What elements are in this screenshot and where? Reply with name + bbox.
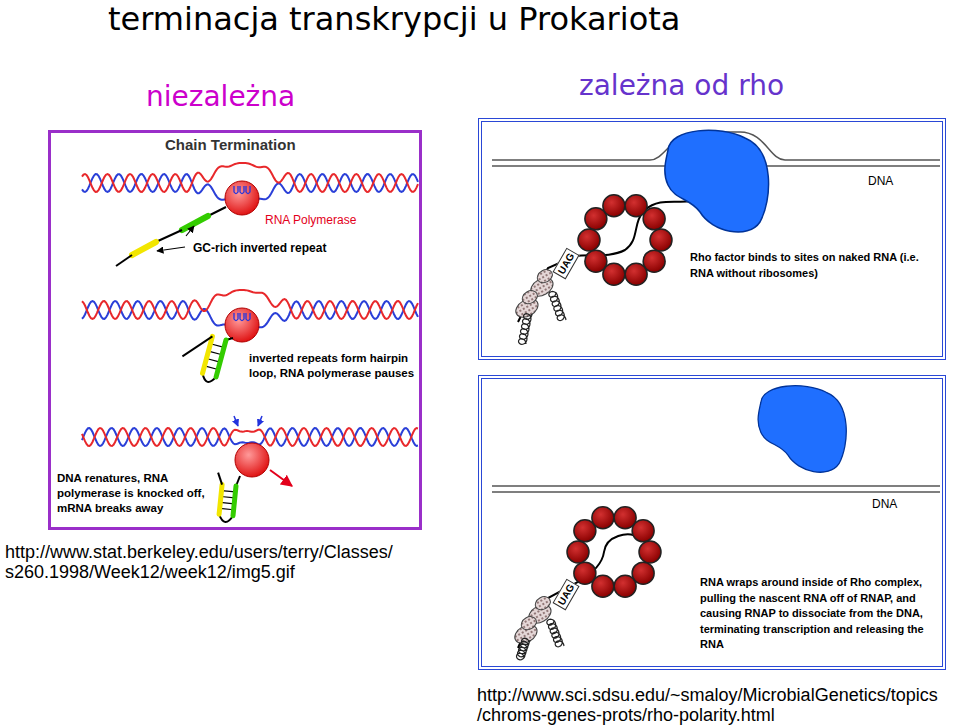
gc-repeat [216, 340, 226, 377]
gc-repeat [219, 485, 222, 515]
nucleotide-mark [234, 186, 238, 194]
method-panel: niezależnaChain TerminationRNA Polymeras… [48, 130, 422, 530]
rna-strand [116, 255, 132, 266]
protein-chain [547, 619, 564, 647]
step-note: DNA renatures, RNA polymerase is knocked… [57, 471, 209, 516]
nucleotide-mark [240, 186, 244, 194]
codon-label: UAG [553, 579, 580, 611]
part-label: DNA [868, 174, 893, 189]
source-url: http://www.sci.sdsu.edu/~smaloy/Microbia… [477, 685, 955, 725]
part-label: RNA Polymerase [265, 213, 356, 228]
rna-polymerase [225, 308, 259, 342]
slide-title: terminacja transkrypcji u Prokariota [108, 0, 680, 39]
rna-strand [182, 336, 212, 356]
leader-arrow [157, 247, 185, 251]
rho-subunit [603, 195, 625, 217]
ribosome [520, 288, 540, 306]
rho-subunit [650, 229, 672, 251]
rho-subunit [585, 250, 607, 272]
rna-strand [518, 200, 700, 322]
rho-subunit [614, 575, 636, 597]
rho-subunit [574, 562, 596, 584]
rho-subunit [643, 208, 665, 230]
nucleotide-mark [234, 313, 238, 321]
gc-repeat [233, 486, 236, 516]
leader-arrow [186, 226, 194, 236]
panel-heading: zależna od rho [579, 68, 784, 103]
renature-arrow [234, 416, 238, 426]
protein-chain [517, 638, 530, 660]
rna-strand [208, 207, 226, 216]
release-arrow [270, 470, 292, 486]
nucleotide-mark [246, 186, 250, 194]
rho-factor [567, 507, 661, 597]
step-panel: zależna od rhoDNAUAGRho factor binds to … [478, 118, 946, 360]
rho-subunit [567, 541, 589, 563]
renature-arrow [258, 416, 262, 426]
protein-chain [519, 314, 532, 345]
rna-polymerase [225, 181, 259, 215]
ribosome [535, 267, 555, 285]
nucleotide-mark [246, 313, 250, 321]
panel-heading: niezależna [146, 79, 295, 114]
figure-title: Chain Termination [165, 135, 296, 154]
rho-subunit [625, 263, 647, 285]
dna-strand [492, 491, 940, 493]
step-panel: DNA UAG RNA wraps around inside of Rho com… [478, 375, 946, 670]
chain-termination-art [82, 163, 418, 522]
ribosome [533, 594, 553, 612]
nucleotide-mark [240, 313, 244, 321]
rna-polymerase [665, 130, 769, 232]
rna-strand [218, 473, 222, 485]
ribosome [519, 614, 539, 632]
rho-subunit [592, 507, 614, 529]
dna-strand [492, 485, 940, 487]
rho-subunit [639, 541, 661, 563]
part-label: GC-rich inverted repeat [193, 241, 326, 256]
rna-polymerase [758, 386, 846, 472]
source-url: http://www.stat.berkeley.edu/users/terry… [5, 542, 475, 582]
rho-factor [578, 195, 672, 285]
rho-subunit [632, 520, 654, 542]
part-label: DNA [872, 497, 897, 512]
step-note: Rho factor binds to sites on naked RNA (… [690, 250, 935, 281]
gc-repeat [132, 242, 156, 255]
gc-repeat [182, 216, 208, 230]
rho-subunit [578, 229, 600, 251]
codon-label: UAG [553, 248, 580, 280]
step-note: RNA wraps around inside of Rho complex, … [700, 575, 940, 653]
protein-chain [549, 291, 566, 320]
rho-termination-art [492, 130, 940, 660]
step-note: inverted repeats form hairpin loop, RNA … [249, 351, 421, 381]
rna-strand [158, 230, 182, 241]
rna-polymerase [235, 443, 269, 477]
